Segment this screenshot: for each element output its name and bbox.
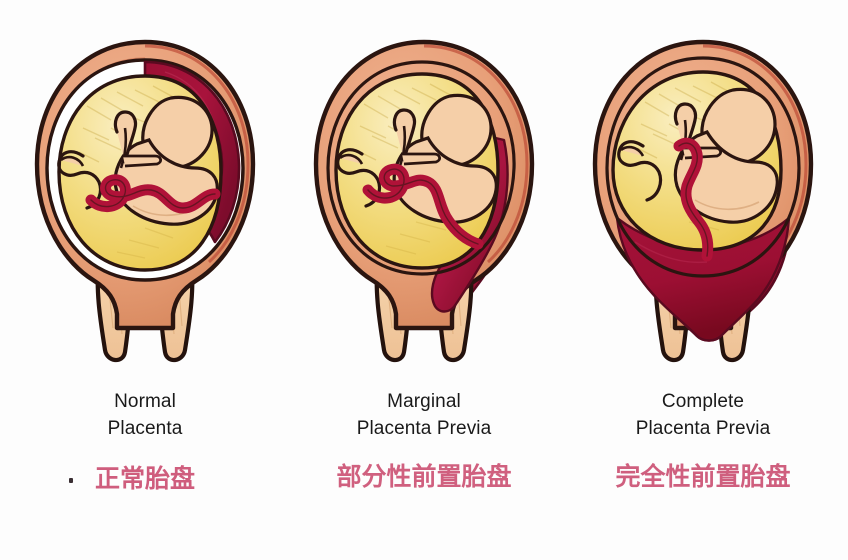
umbilical-cord-complete bbox=[673, 137, 714, 262]
caption-line-2: Placenta Previa bbox=[635, 418, 771, 439]
amniotic-sac-marginal bbox=[334, 72, 500, 270]
caption-line-1: Normal bbox=[114, 391, 176, 412]
amniotic-sac-complete bbox=[611, 70, 783, 262]
uterus-illustration-complete bbox=[592, 39, 814, 363]
caption-line-1: Marginal bbox=[387, 391, 461, 412]
uterine-cavity-marginal bbox=[326, 60, 516, 276]
caption-cn-text: 正常胎盘 bbox=[94, 464, 195, 493]
bullet-dot-icon bbox=[68, 478, 73, 483]
umbilical-cord-marginal bbox=[362, 163, 484, 250]
caption-cn-text: 部分性前置胎盘 bbox=[336, 462, 512, 491]
diagram-normal-placenta bbox=[6, 0, 284, 380]
caption-line-2: Placenta Previa bbox=[356, 418, 492, 439]
caption-normal-placenta-en: Normal Placenta bbox=[108, 388, 183, 442]
caption-complete-previa-en: Complete Placenta Previa bbox=[636, 388, 771, 442]
fetus-marginal bbox=[336, 93, 498, 224]
figure-complete-placenta-previa: Complete Placenta Previa 完全性前置胎盘 bbox=[564, 0, 842, 560]
caption-marginal-previa-en: Marginal Placenta Previa bbox=[357, 388, 492, 442]
amniotic-sac-normal bbox=[57, 74, 223, 272]
figure-normal-placenta: Normal Placenta 正常胎盘 bbox=[6, 0, 284, 560]
caption-cn-text: 完全性前置胎盘 bbox=[615, 462, 791, 491]
uterine-cavity-complete bbox=[605, 56, 801, 278]
diagram-marginal-placenta-previa bbox=[285, 0, 563, 380]
umbilical-cord-normal bbox=[85, 174, 221, 214]
caption-marginal-previa-cn: 部分性前置胎盘 bbox=[336, 462, 511, 492]
caption-line-2: Placenta bbox=[107, 418, 183, 439]
uterus-illustration-normal bbox=[34, 39, 256, 363]
caption-normal-placenta-cn: 正常胎盘 bbox=[68, 464, 195, 494]
diagram-complete-placenta-previa bbox=[564, 0, 842, 380]
caption-line-1: Complete bbox=[661, 391, 745, 412]
uterus-illustration-marginal bbox=[313, 39, 535, 363]
figure-marginal-placenta-previa: Marginal Placenta Previa 部分性前置胎盘 bbox=[285, 0, 563, 560]
caption-complete-previa-cn: 完全性前置胎盘 bbox=[615, 462, 790, 492]
